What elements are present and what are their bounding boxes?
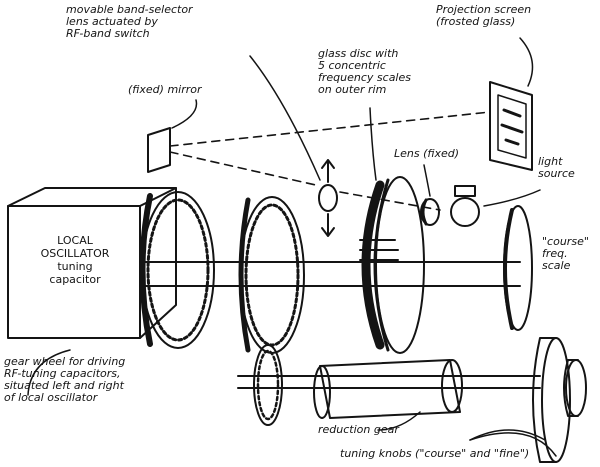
course-scale-disc bbox=[503, 205, 533, 331]
tuning-knobs bbox=[532, 337, 587, 463]
light-beam bbox=[169, 111, 491, 211]
small-gear bbox=[253, 344, 283, 426]
label-glass-disc: glass disc with 5 concentric frequency s… bbox=[318, 47, 411, 96]
label-band-selector: movable band-selector lens actuated by R… bbox=[66, 3, 193, 40]
label-course-scale: "course" freq. scale bbox=[542, 235, 589, 272]
reduction-gear bbox=[313, 359, 463, 419]
glass-disc bbox=[359, 176, 425, 354]
label-projection-screen: Projection screen (frosted glass) bbox=[436, 3, 532, 28]
label-local-oscillator: LOCAL OSCILLATOR tuning capacitor bbox=[40, 234, 110, 286]
gear-wheel-1 bbox=[139, 191, 215, 349]
label-light-source: light source bbox=[538, 155, 575, 180]
leader-lines bbox=[27, 37, 557, 457]
label-gear-wheel: gear wheel for driving RF-tuning capacit… bbox=[4, 355, 126, 404]
main-shaft bbox=[139, 261, 521, 287]
gear-wheel-2 bbox=[238, 196, 305, 354]
fixed-lens bbox=[420, 198, 440, 226]
projection-screen bbox=[489, 81, 533, 171]
band-selector-lens bbox=[318, 159, 338, 237]
label-fixed-mirror: (fixed) mirror bbox=[128, 83, 202, 96]
light-source-bulb bbox=[450, 185, 480, 227]
lower-shaft bbox=[237, 375, 541, 389]
local-oscillator-box bbox=[7, 187, 177, 339]
label-tuning-knobs: tuning knobs ("course" and "fine") bbox=[340, 447, 530, 460]
label-lens-fixed: Lens (fixed) bbox=[394, 147, 460, 160]
label-reduction-gear: reduction gear bbox=[318, 423, 399, 436]
fixed-mirror bbox=[147, 127, 171, 173]
